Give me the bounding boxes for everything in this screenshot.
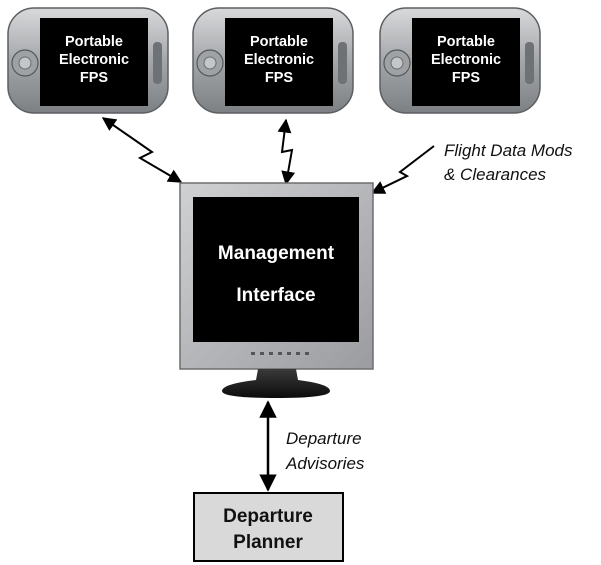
- pda-label-line1: Portable: [437, 34, 495, 50]
- pda-screen-2: [225, 18, 333, 106]
- wireless-link-arrow-3: [370, 145, 435, 194]
- pda-device-1: Portable Electronic FPS: [7, 7, 169, 114]
- flight-data-label-line2: & Clearances: [444, 165, 547, 184]
- pda-device-3: Portable Electronic FPS: [379, 7, 541, 114]
- pda-screen-1: [40, 18, 148, 106]
- wireless-link-arrow-1: [101, 117, 183, 183]
- pda-label-line1: Portable: [65, 34, 123, 50]
- pda-label-line1: Portable: [250, 34, 308, 50]
- planner-label-line2: Planner: [233, 532, 303, 553]
- monitor-label-line1: Management: [218, 243, 335, 264]
- management-monitor: Management Interface: [179, 182, 374, 398]
- monitor-screen: [193, 197, 359, 342]
- pda-label-line2: Electronic: [244, 52, 314, 68]
- pda-screen-3: [412, 18, 520, 106]
- planner-label-line1: Departure: [223, 506, 313, 527]
- monitor-label-line2: Interface: [236, 285, 315, 306]
- advisories-label-line1: Departure: [286, 429, 362, 448]
- pda-side-button-2: [338, 42, 347, 84]
- pda-label-line2: Electronic: [59, 52, 129, 68]
- pda-side-button-1: [153, 42, 162, 84]
- pda-label-line3: FPS: [265, 70, 294, 86]
- pda-device-2: Portable Electronic FPS: [192, 7, 354, 114]
- pda-label-line2: Electronic: [431, 52, 501, 68]
- pda-side-button-3: [525, 42, 534, 84]
- pda-label-line3: FPS: [80, 70, 109, 86]
- advisories-label-line2: Advisories: [285, 454, 365, 473]
- departure-planner-box: Departure Planner: [193, 492, 344, 562]
- monitor-control-buttons: [251, 352, 309, 355]
- flight-data-label-line1: Flight Data Mods: [444, 141, 573, 160]
- wireless-link-arrow-2: [277, 118, 296, 186]
- monitor-stand: [222, 369, 330, 398]
- pda-label-line3: FPS: [452, 70, 481, 86]
